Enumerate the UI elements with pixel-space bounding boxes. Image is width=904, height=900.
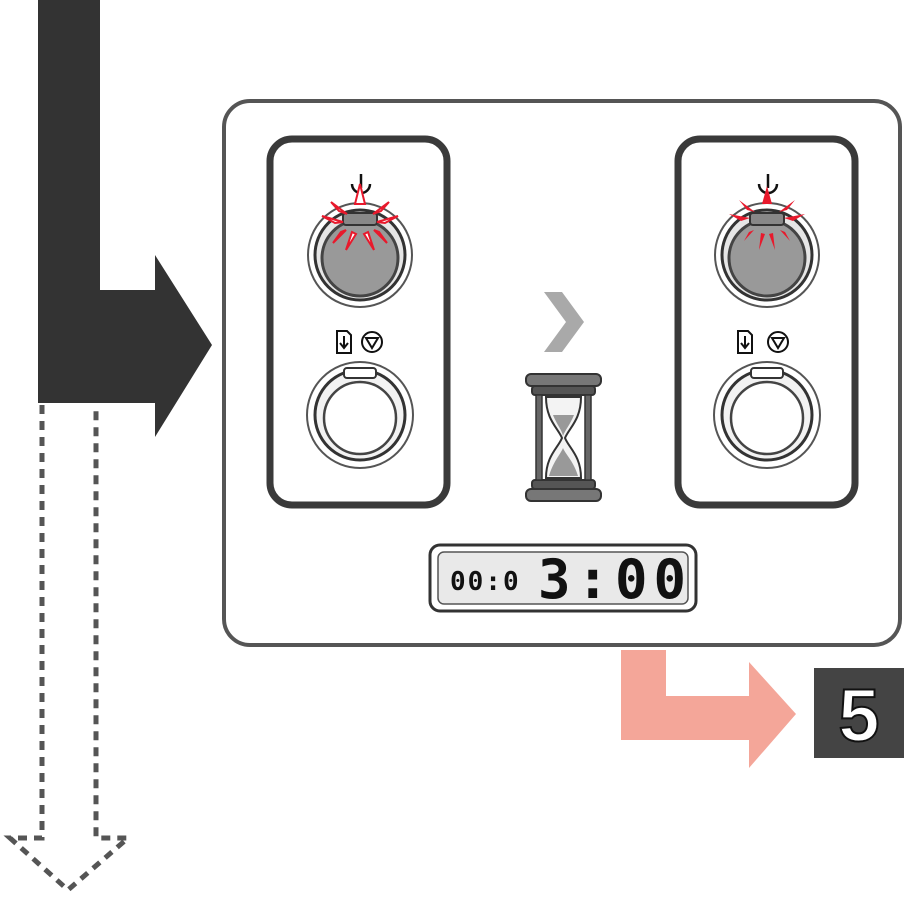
- power-button[interactable]: [308, 203, 412, 307]
- step-number-badge: 5: [814, 668, 904, 758]
- button-group-before: [270, 139, 447, 505]
- resume-button[interactable]: [307, 362, 413, 468]
- timer-display: 00:0 3:00: [430, 545, 696, 611]
- step-number: 5: [838, 674, 879, 757]
- button-group-after: [678, 139, 855, 505]
- flow-arrow-dotted: [10, 405, 128, 890]
- next-step-arrow: [621, 650, 796, 768]
- timer-digits-small: 00:0: [450, 567, 521, 597]
- resume-button[interactable]: [714, 362, 820, 468]
- hourglass-icon: [526, 374, 601, 501]
- timer-digits-large: 3:00: [538, 548, 692, 611]
- flow-arrow-main: [38, 0, 212, 437]
- power-button[interactable]: [715, 203, 819, 307]
